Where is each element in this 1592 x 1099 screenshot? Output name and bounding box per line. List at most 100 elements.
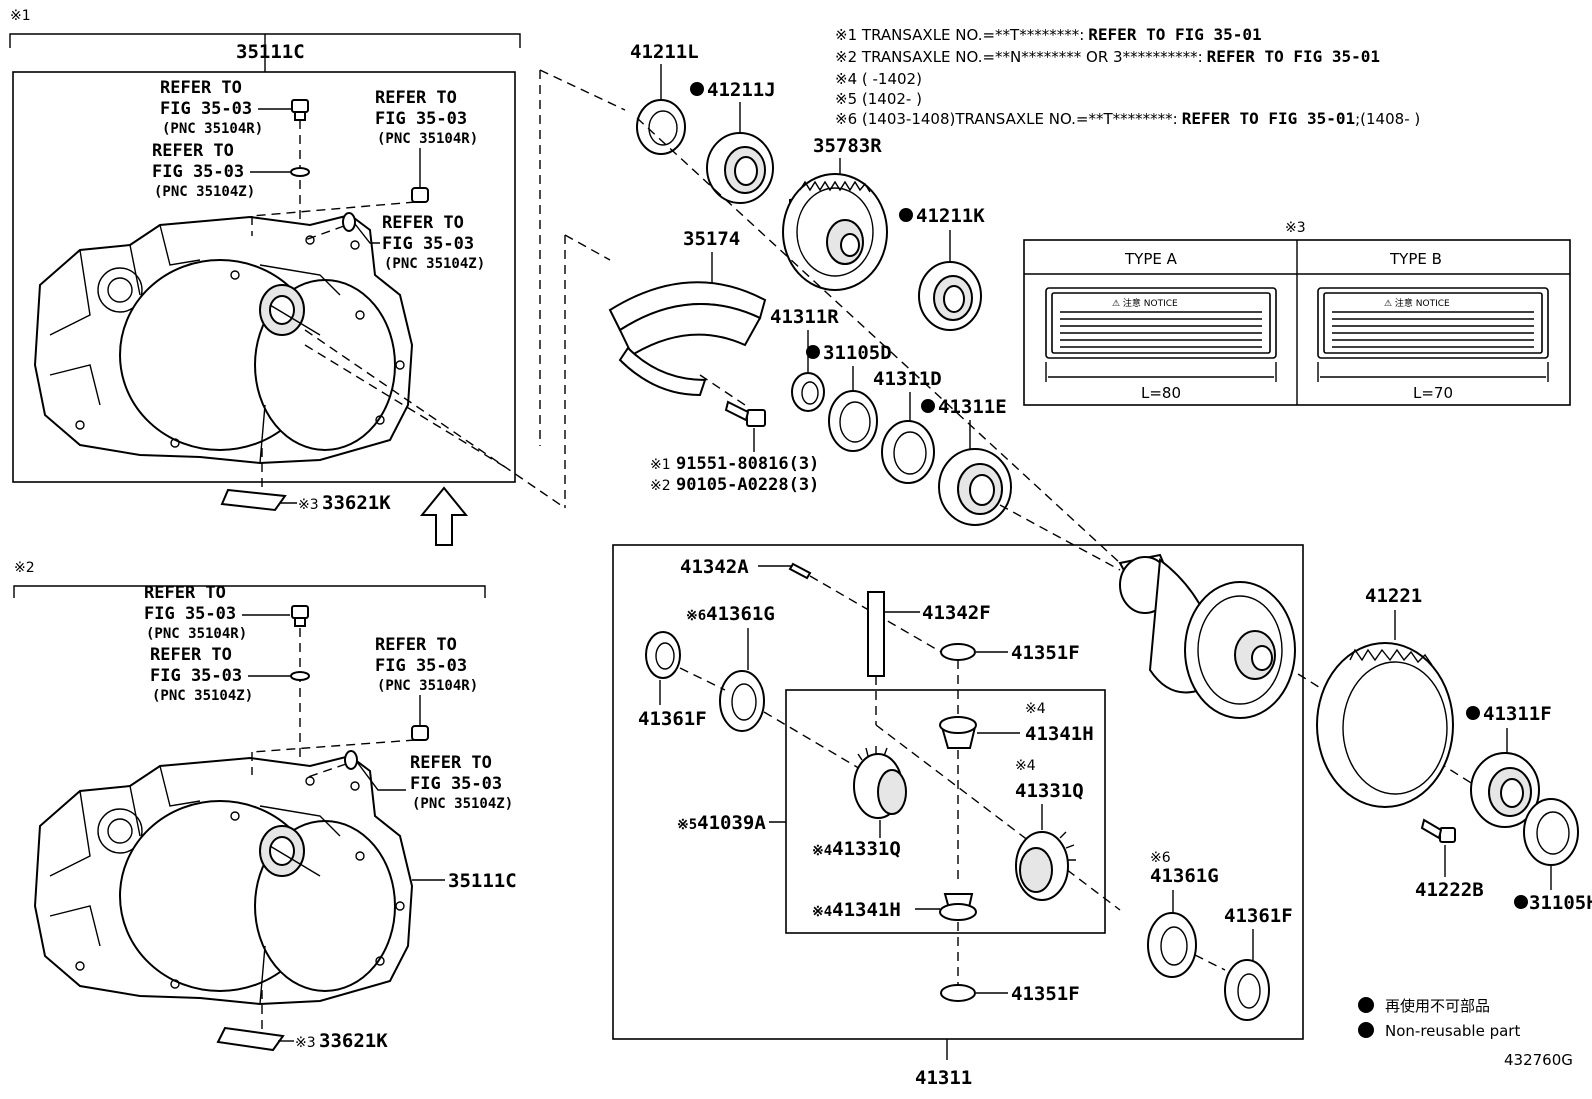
shaft-41342F xyxy=(867,591,885,677)
diff-assembly: 41342A 41342F ※641361G 41361F 41351F ※4 … xyxy=(612,544,1304,1089)
part-41311D-label: 41311D xyxy=(873,368,942,390)
g2-label-mark: ※3 xyxy=(295,1035,316,1051)
part-41039A-label: 41039A xyxy=(697,812,766,834)
bolt1-mark: ※1 xyxy=(650,457,671,473)
transaxle-case-2 xyxy=(33,754,414,1006)
label-length-b: L=70 xyxy=(1413,384,1453,402)
group-1-box xyxy=(12,71,516,483)
g2-ref4-line2: FIG 35-03 xyxy=(410,774,502,794)
g2-ref4-pnc: (PNC 35104Z) xyxy=(412,796,513,812)
legend-dot-icon xyxy=(1358,1022,1374,1038)
g2-ref3-pnc: (PNC 35104R) xyxy=(377,678,478,694)
group-1-case: ※1 35111C REFER TO FIG 35-03 (PNC 35104R… xyxy=(9,8,521,514)
notice-label-b: ⚠ 注意 NOTICE xyxy=(1317,287,1549,359)
ring-gear-parts: 41221 41311F 41222B 31105H xyxy=(1316,585,1592,914)
part-35174-label: 35174 xyxy=(683,228,740,250)
part-31105D-label: 31105D xyxy=(823,342,892,364)
g1-ref4-line2: FIG 35-03 xyxy=(382,234,474,254)
side-gear-41331Q-right xyxy=(1015,831,1076,901)
part-41311E-label: 41311E xyxy=(938,396,1007,418)
diff-box xyxy=(612,544,1304,1040)
svg-text:※6 (1403-1408)TRANSAXLE NO.=**: ※6 (1403-1408)TRANSAXLE NO.=**T********:… xyxy=(835,109,1420,128)
oil-deflector-35174 xyxy=(608,281,767,397)
group-2-case: ※2 REFER TO FIG 35-03 (PNC 35104R) REFER… xyxy=(13,560,517,1052)
notes: ※1 TRANSAXLE NO.=**T********:REFER TO FI… xyxy=(835,25,1420,128)
bolt-icon xyxy=(1420,818,1456,843)
part-41222B-label: 41222B xyxy=(1415,879,1484,901)
part-41341H-label-b: 41341H xyxy=(832,899,901,921)
h-mark-a: ※4 xyxy=(1025,701,1046,717)
gasket-icon xyxy=(290,167,310,177)
shim-41311R xyxy=(791,372,825,412)
note-4: ※4 ( -1402) xyxy=(835,70,922,88)
part-41211J-label: 41211J xyxy=(707,79,776,101)
g2-ref1-line2: FIG 35-03 xyxy=(144,604,236,624)
part-41351F-label: 41351F xyxy=(1011,642,1080,664)
note-1-mark: ※1 xyxy=(835,26,857,44)
g1-ref4-pnc: (PNC 35104Z) xyxy=(384,256,485,272)
note-2-text: TRANSAXLE NO.=**N******** OR 3**********… xyxy=(861,48,1203,66)
drain-plug-icon xyxy=(291,99,309,121)
part-bolt2-label: 90105-A0228(3) xyxy=(676,475,819,495)
q-mark-b: ※4 xyxy=(812,843,832,859)
g2-ref3-line1: REFER TO xyxy=(375,635,457,655)
legend-jp: 再使用不可部品 xyxy=(1385,997,1490,1015)
o-ring-icon xyxy=(342,212,356,232)
part-41342A-label: 41342A xyxy=(680,556,749,578)
part-41361F-label: 41361F xyxy=(638,708,707,730)
label-sticker-icon xyxy=(216,1026,285,1052)
g1-ref3-line1: REFER TO xyxy=(375,88,457,108)
note-2-ref: REFER TO FIG 35-01 xyxy=(1207,47,1380,66)
note-1-ref: REFER TO FIG 35-01 xyxy=(1088,25,1261,44)
svg-text:※441341H: ※441341H xyxy=(812,899,901,921)
g1-ref3-pnc: (PNC 35104R) xyxy=(377,131,478,147)
part-bolt1-label: 91551-80816(3) xyxy=(676,454,819,474)
oil-seal-31105H xyxy=(1523,798,1579,866)
label-sticker-icon xyxy=(220,488,287,512)
svg-text:※641361G: ※641361G xyxy=(686,603,775,625)
g-mark: ※6 xyxy=(686,608,706,624)
g2-ref2-line2: FIG 35-03 xyxy=(150,666,242,686)
pinion-41341H-bottom xyxy=(939,893,977,921)
drain-plug-icon xyxy=(291,605,309,627)
g2-ref1-pnc: (PNC 35104R) xyxy=(146,626,247,642)
svg-text:※2 TRANSAXLE NO.=**N******** O: ※2 TRANSAXLE NO.=**N******** OR 3*******… xyxy=(835,47,1380,66)
legend-dot-icon xyxy=(1358,997,1374,1013)
differential-case xyxy=(1118,553,1296,719)
washer-41351F-bottom xyxy=(940,984,976,1002)
part-41361F-label-b: 41361F xyxy=(1224,905,1293,927)
g2-ref2-line1: REFER TO xyxy=(150,645,232,665)
ring-gear-41221 xyxy=(1316,642,1454,808)
g1-label-part: 33621K xyxy=(322,492,391,514)
note-2-mark: ※2 xyxy=(835,48,857,66)
non-reusable-dot xyxy=(690,82,704,96)
g2-case-label: 35111C xyxy=(448,870,517,892)
non-reusable-dot xyxy=(921,399,935,413)
g-mark-b: ※6 xyxy=(1150,850,1171,866)
g1-ref3-line2: FIG 35-03 xyxy=(375,109,467,129)
plug-icon xyxy=(411,725,429,741)
note-6-text: ※6 (1403-1408)TRANSAXLE NO.=**T********: xyxy=(835,110,1178,128)
note-1-text: TRANSAXLE NO.=**T********: xyxy=(861,26,1084,44)
q-mark-a: ※4 xyxy=(1015,758,1036,774)
part-41361G-label-b: 41361G xyxy=(1150,865,1219,887)
pinion-41341H-top xyxy=(939,716,977,749)
label-length-a: L=80 xyxy=(1141,384,1181,402)
notice-label-a: ⚠ 注意 NOTICE xyxy=(1045,287,1277,359)
g2-ref1-line1: REFER TO xyxy=(144,583,226,603)
label-table-mark: ※3 xyxy=(1285,220,1306,236)
svg-text:※441331Q: ※441331Q xyxy=(812,838,901,860)
g1-ref2-line1: REFER TO xyxy=(152,141,234,161)
figure-id: 432760G xyxy=(1504,1051,1573,1069)
g1-ref4-line1: REFER TO xyxy=(382,213,464,233)
asm-mark: ※5 xyxy=(677,817,697,833)
g1-ref2-pnc: (PNC 35104Z) xyxy=(154,184,255,200)
non-reusable-dot xyxy=(806,345,820,359)
part-41211K-label: 41211K xyxy=(916,205,985,227)
part-41361G-label: 41361G xyxy=(706,603,775,625)
side-gear-41331Q-left xyxy=(853,746,907,819)
g1-ref1-pnc: (PNC 35104R) xyxy=(162,121,263,137)
g2-label-part: 33621K xyxy=(319,1030,388,1052)
transaxle-case-1 xyxy=(34,214,413,464)
